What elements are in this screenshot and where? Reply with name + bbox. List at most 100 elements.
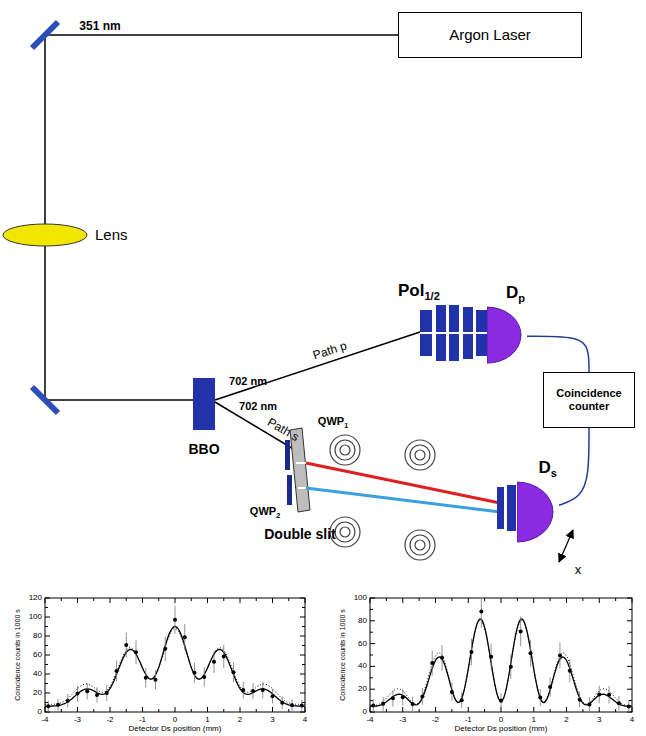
data-point bbox=[105, 691, 109, 695]
tick bbox=[302, 607, 305, 608]
data-point bbox=[528, 651, 532, 655]
data-point bbox=[46, 704, 50, 708]
tick bbox=[45, 683, 48, 684]
axis-label: -4 bbox=[366, 716, 373, 725]
tick bbox=[300, 712, 305, 713]
data-point bbox=[193, 671, 197, 675]
data-point bbox=[290, 703, 294, 707]
data-point bbox=[144, 676, 148, 680]
tick bbox=[142, 598, 143, 603]
data-point bbox=[261, 688, 265, 692]
axis-label: 2 bbox=[564, 716, 568, 725]
data-point bbox=[617, 701, 621, 705]
axis-label: 0 bbox=[363, 708, 367, 717]
axis-label: -2 bbox=[106, 716, 113, 725]
tick bbox=[627, 620, 632, 621]
tick bbox=[370, 620, 375, 621]
tick bbox=[370, 598, 375, 599]
tick bbox=[302, 626, 305, 627]
tick bbox=[272, 598, 273, 603]
tick bbox=[45, 598, 50, 599]
tick bbox=[627, 666, 632, 667]
bbo-crystal bbox=[193, 378, 215, 430]
tick bbox=[61, 709, 62, 712]
tick bbox=[45, 655, 50, 656]
laser-box: Argon Laser bbox=[398, 12, 582, 58]
tick bbox=[240, 598, 241, 603]
tick bbox=[45, 693, 50, 694]
tick bbox=[45, 617, 50, 618]
tick bbox=[484, 709, 485, 712]
axis-label: 1 bbox=[532, 716, 536, 725]
part-label: x bbox=[575, 563, 582, 577]
data-point bbox=[391, 696, 395, 700]
tick bbox=[126, 598, 127, 601]
tick bbox=[223, 709, 224, 712]
part-label: BBO bbox=[188, 442, 219, 457]
signal-cable bbox=[559, 428, 589, 505]
tick bbox=[632, 598, 633, 603]
tick bbox=[370, 677, 373, 678]
tick bbox=[300, 598, 305, 599]
plot bbox=[45, 598, 305, 712]
tick bbox=[175, 707, 176, 712]
data-point bbox=[470, 650, 474, 654]
tick bbox=[468, 707, 469, 712]
tick bbox=[550, 709, 551, 712]
tick bbox=[370, 655, 373, 656]
axis-label: 120 bbox=[29, 594, 42, 603]
tick bbox=[256, 598, 257, 601]
data-point bbox=[85, 689, 89, 693]
part-label: Path s bbox=[265, 416, 301, 444]
detector: Dp bbox=[487, 283, 527, 365]
axis-label: -1 bbox=[139, 716, 146, 725]
part-label: 702 nm bbox=[239, 400, 277, 412]
axis-label: 3 bbox=[270, 716, 274, 725]
axis-label: -3 bbox=[399, 716, 406, 725]
data-point bbox=[183, 635, 187, 639]
tick bbox=[370, 666, 375, 667]
data-point bbox=[280, 701, 284, 705]
data-point bbox=[271, 694, 275, 698]
fit-curve bbox=[45, 627, 305, 707]
data-point bbox=[232, 670, 236, 674]
axis-label: -4 bbox=[41, 716, 48, 725]
tick bbox=[582, 598, 583, 601]
tick bbox=[45, 626, 48, 627]
qwp-plate bbox=[285, 440, 290, 470]
axis-label: Detector Ds position (mm) bbox=[455, 725, 548, 734]
tick bbox=[77, 707, 78, 712]
fit-curve-dotted bbox=[370, 620, 632, 705]
tick bbox=[517, 598, 518, 601]
data-point bbox=[56, 703, 60, 707]
tick bbox=[300, 636, 305, 637]
tick bbox=[533, 598, 534, 603]
axis-label: 1 bbox=[205, 716, 209, 725]
axis-label: 0 bbox=[499, 716, 503, 725]
tick bbox=[110, 707, 111, 712]
tick bbox=[45, 636, 50, 637]
tick bbox=[627, 598, 632, 599]
tick bbox=[300, 674, 305, 675]
data-point bbox=[300, 703, 304, 707]
part-label: Pol1/2 bbox=[398, 282, 440, 303]
blue-path bbox=[306, 488, 500, 512]
data-point bbox=[371, 704, 375, 708]
fit-curve-dotted bbox=[45, 628, 305, 704]
data-point bbox=[124, 643, 128, 647]
axis-label: Detector Ds position (mm) bbox=[129, 725, 222, 734]
axis-label: -2 bbox=[432, 716, 439, 725]
part-label: Lens bbox=[95, 227, 128, 244]
data-point bbox=[401, 695, 405, 699]
data-point bbox=[411, 702, 415, 706]
tick bbox=[615, 598, 616, 601]
tick bbox=[370, 643, 375, 644]
tick bbox=[305, 598, 306, 603]
tick bbox=[207, 598, 208, 603]
axis-label: 0 bbox=[38, 708, 42, 717]
tick bbox=[419, 709, 420, 712]
tick bbox=[419, 598, 420, 601]
part-label: 351 nm bbox=[79, 20, 120, 33]
data-point bbox=[509, 665, 513, 669]
